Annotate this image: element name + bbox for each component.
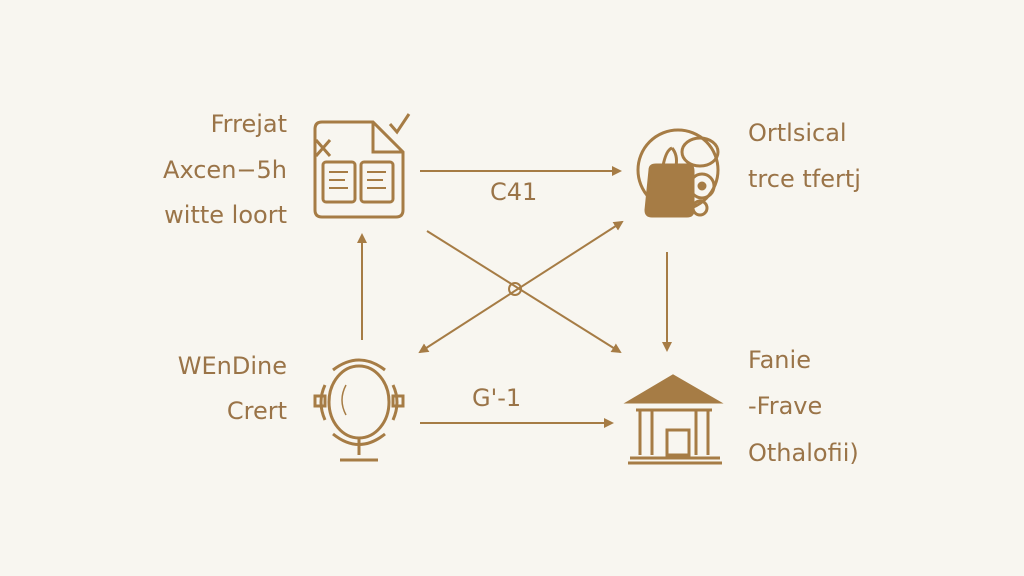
node-bottom-right-line-1: Fanie bbox=[748, 346, 811, 374]
node-top-right-line-1: Ortlsical bbox=[748, 119, 847, 147]
node-top-left-line-1: Frrejat bbox=[210, 110, 287, 138]
node-bottom-left-line-2: Crert bbox=[226, 397, 287, 425]
document-checklist-icon bbox=[313, 113, 411, 219]
node-bottom-right-line-2: -Frave bbox=[748, 392, 823, 420]
edge-bottom-label: G'-1 bbox=[472, 384, 522, 412]
edge-top-label: C41 bbox=[490, 178, 538, 206]
mirror-icon bbox=[313, 358, 405, 462]
node-bottom-left-line-1: WEnDine bbox=[177, 352, 287, 380]
node-top-right-line-2: trce tfertj bbox=[748, 165, 861, 193]
node-top-left-line-3: witte loort bbox=[164, 201, 287, 229]
edge-cross-down bbox=[426, 230, 622, 354]
bag-gears-icon bbox=[636, 128, 720, 218]
node-top-left-line-2: Axcen−5h bbox=[163, 156, 287, 184]
bank-building-icon bbox=[623, 374, 724, 465]
node-bottom-right-line-3: Othalofii) bbox=[748, 439, 859, 467]
cross-junction-icon bbox=[508, 282, 522, 296]
